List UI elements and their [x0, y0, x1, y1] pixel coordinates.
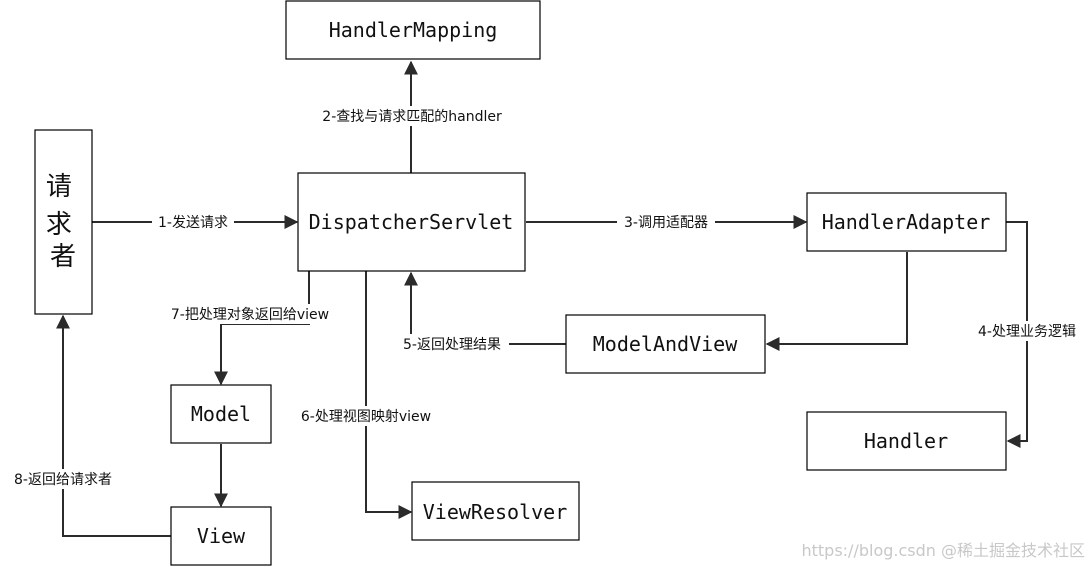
- model-node: Model: [170, 384, 272, 444]
- edge-4-label: 4-处理业务逻辑: [978, 324, 1076, 340]
- view-resolver-label: ViewResolver: [423, 500, 568, 524]
- view-node: View: [170, 506, 272, 566]
- handler-mapping-label: HandlerMapping: [329, 18, 498, 42]
- model-and-view-node: ModelAndView: [565, 314, 766, 374]
- dispatcher-servlet-node: DispatcherServlet: [297, 172, 526, 272]
- edge-8-line: [56, 314, 172, 537]
- dispatcher-servlet-label: DispatcherServlet: [309, 210, 514, 234]
- handler-adapter-node: HandlerAdapter: [806, 192, 1007, 252]
- edge-5-line: [404, 271, 566, 345]
- edge-5-label: 5-返回处理结果: [403, 337, 501, 353]
- handler-label: Handler: [864, 429, 948, 453]
- edge-6-label: 6-处理视图映射view: [301, 409, 431, 425]
- requester-label: 请 求 者: [46, 172, 80, 272]
- edge-1-label: 1-发送请求: [158, 215, 228, 231]
- edge-6-line: [365, 271, 413, 519]
- requester-node: 请 求 者: [34, 129, 93, 315]
- model-label: Model: [191, 402, 251, 426]
- edge-7-label: 7-把处理对象返回给view: [171, 307, 329, 323]
- edge-8-label: 8-返回给请求者: [14, 472, 112, 488]
- edge-adapter-to-mav-line: [765, 252, 908, 351]
- edge-2-label: 2-查找与请求匹配的handler: [322, 109, 502, 125]
- handler-adapter-label: HandlerAdapter: [822, 210, 991, 234]
- view-resolver-node: ViewResolver: [411, 481, 580, 541]
- model-and-view-label: ModelAndView: [593, 332, 738, 356]
- edge-7-line: [214, 271, 310, 386]
- handler-node: Handler: [806, 411, 1007, 471]
- view-label: View: [197, 524, 246, 548]
- edge-3-label: 3-调用适配器: [624, 215, 708, 231]
- handler-mapping-node: HandlerMapping: [285, 0, 541, 60]
- watermark-text: https://blog.csdn @稀土掘金技术社区: [801, 541, 1085, 560]
